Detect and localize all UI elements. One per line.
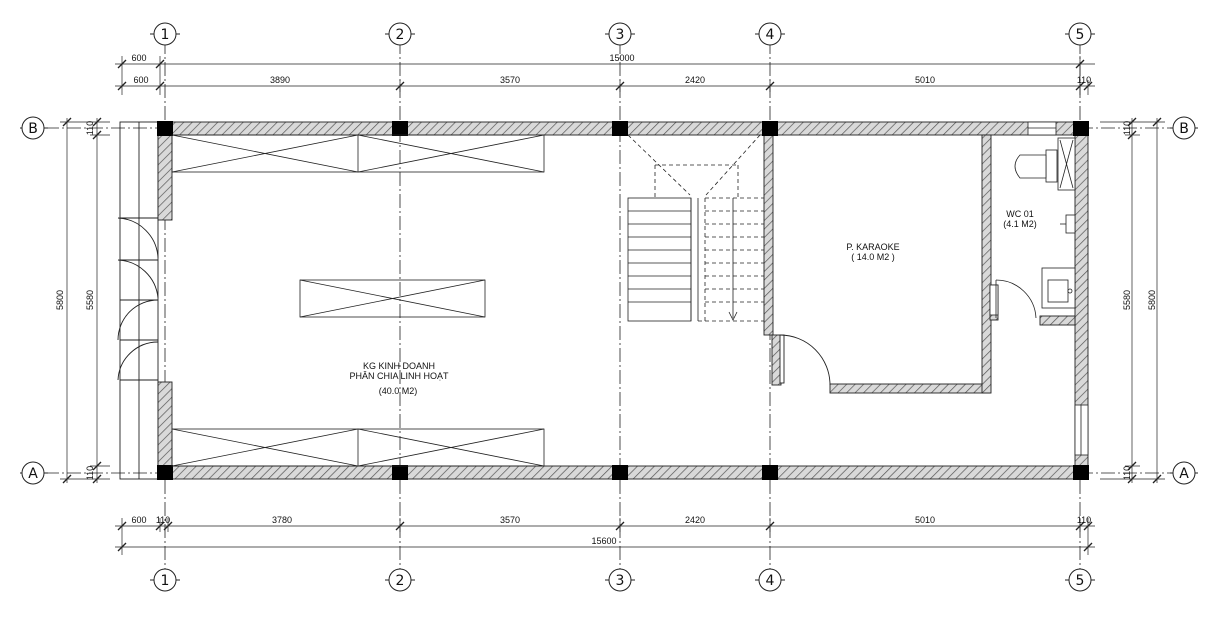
dim-bottom-seg-7: 110 bbox=[1077, 515, 1091, 525]
wall-karaoke-bottom bbox=[829, 383, 991, 394]
wall-wc-bottom bbox=[1039, 315, 1076, 326]
axis-bubble-a-right: A bbox=[1170, 461, 1198, 485]
dimensions-left bbox=[60, 117, 110, 484]
svg-text:5: 5 bbox=[1076, 27, 1085, 43]
axis-bubble-a-left: A bbox=[20, 461, 48, 485]
dim-bottom-seg-1: 600 bbox=[131, 515, 146, 525]
svg-text:2: 2 bbox=[396, 27, 405, 43]
wc-fixtures bbox=[989, 137, 1076, 319]
svg-text:B: B bbox=[28, 121, 38, 137]
wall-karaoke-right bbox=[981, 134, 992, 394]
axis-bubble-b-left: B bbox=[20, 116, 48, 140]
dim-left-inner: 5580 bbox=[85, 290, 95, 310]
dim-left-wall-bottom: 110 bbox=[85, 466, 95, 480]
axis-bubble-4-bottom: 4 bbox=[755, 568, 785, 592]
dim-top-seg-1: 600 bbox=[133, 75, 148, 85]
wall-left-lower bbox=[157, 381, 173, 467]
room-main-subname: PHÂN CHIA LINH HOẠT bbox=[349, 371, 449, 381]
front-door-swings bbox=[117, 217, 159, 381]
walls bbox=[157, 121, 1089, 480]
dim-right-inner: 5580 bbox=[1122, 290, 1132, 310]
window-top-wc bbox=[1027, 121, 1057, 136]
axis-bubble-5-top: 5 bbox=[1065, 22, 1095, 46]
dim-top-seg-2: 3890 bbox=[270, 75, 290, 85]
dim-bottom-seg-5: 2420 bbox=[685, 515, 705, 525]
dim-left-outer: 5800 bbox=[55, 290, 65, 310]
shower-icon bbox=[1060, 214, 1076, 234]
shelf-center bbox=[299, 279, 486, 318]
dim-top-seg-6: 110 bbox=[1077, 75, 1091, 85]
svg-text:1: 1 bbox=[161, 27, 170, 43]
dim-bottom-seg-4: 3570 bbox=[500, 515, 520, 525]
room-wc-name: WC 01 bbox=[1006, 209, 1034, 219]
svg-text:A: A bbox=[1179, 466, 1189, 482]
dim-bottom-seg-3: 3780 bbox=[272, 515, 292, 525]
dim-bottom-total: 15600 bbox=[591, 536, 616, 546]
axis-bubble-4-top: 4 bbox=[755, 22, 785, 46]
dim-right-wall-top: 110 bbox=[1122, 121, 1132, 135]
sink-icon bbox=[1041, 267, 1076, 309]
wc-door bbox=[989, 279, 1037, 319]
axis-bubbles-bottom: 1 2 3 4 5 bbox=[150, 568, 1095, 592]
dim-right-wall-bottom: 110 bbox=[1122, 466, 1132, 480]
svg-text:A: A bbox=[28, 466, 38, 482]
room-karaoke-name: P. KARAOKE bbox=[846, 242, 899, 252]
axis-bubble-b-right: B bbox=[1170, 116, 1198, 140]
room-karaoke-area: ( 14.0 M2 ) bbox=[851, 252, 895, 262]
dimensions-right bbox=[1100, 117, 1165, 484]
dim-right-outer: 5800 bbox=[1147, 290, 1157, 310]
shelf-bottom bbox=[171, 428, 545, 467]
room-main-area: (40.0 M2) bbox=[379, 386, 418, 396]
wall-karaoke-left-upper bbox=[763, 134, 774, 336]
dim-top-seg-4: 2420 bbox=[685, 75, 705, 85]
dimensions-top bbox=[115, 56, 1095, 95]
dim-top-seg-3: 3570 bbox=[500, 75, 520, 85]
dim-bottom-seg-6: 5010 bbox=[915, 515, 935, 525]
axis-bubble-3-bottom: 3 bbox=[605, 568, 635, 592]
room-wc-area: (4.1 M2) bbox=[1003, 219, 1037, 229]
axis-bubble-5-bottom: 5 bbox=[1065, 568, 1095, 592]
svg-text:3: 3 bbox=[616, 573, 625, 589]
svg-text:B: B bbox=[1179, 121, 1189, 137]
dimension-labels-bottom: 600 110 3780 3570 2420 5010 110 15600 bbox=[131, 515, 1091, 546]
dim-top-seg-5: 5010 bbox=[915, 75, 935, 85]
grid-axes bbox=[45, 40, 1170, 575]
staircase bbox=[627, 134, 764, 322]
dimension-labels-right: 5580 5800 110 110 bbox=[1122, 121, 1157, 480]
svg-text:5: 5 bbox=[1076, 573, 1085, 589]
svg-text:2: 2 bbox=[396, 573, 405, 589]
shelf-top bbox=[171, 134, 545, 173]
dim-top-total: 15000 bbox=[609, 53, 634, 63]
dimension-labels-top: 600 15000 600 3890 3570 2420 5010 110 bbox=[131, 53, 1091, 85]
svg-text:1: 1 bbox=[161, 573, 170, 589]
toilet-icon bbox=[1014, 137, 1076, 191]
dim-left-wall-top: 110 bbox=[85, 121, 95, 135]
dim-top-offset: 600 bbox=[131, 53, 146, 63]
columns bbox=[157, 121, 1089, 480]
axis-bubble-2-bottom: 2 bbox=[385, 568, 415, 592]
front-facade bbox=[117, 121, 159, 480]
axis-bubble-3-top: 3 bbox=[605, 22, 635, 46]
display-shelves bbox=[171, 134, 545, 467]
svg-text:4: 4 bbox=[766, 573, 775, 589]
karaoke-door bbox=[779, 334, 831, 386]
svg-text:3: 3 bbox=[616, 27, 625, 43]
room-labels: KG KINH DOANH PHÂN CHIA LINH HOẠT (40.0 … bbox=[349, 209, 1036, 396]
window-right bbox=[1074, 404, 1089, 456]
axis-bubbles-top: 1 2 3 4 5 bbox=[150, 22, 1095, 46]
axis-bubble-2-top: 2 bbox=[385, 22, 415, 46]
dim-bottom-seg-2: 110 bbox=[156, 515, 170, 525]
room-main-name: KG KINH DOANH bbox=[363, 361, 435, 371]
axis-bubble-1-top: 1 bbox=[150, 22, 180, 46]
wall-left-upper bbox=[157, 134, 173, 221]
axis-bubble-1-bottom: 1 bbox=[150, 568, 180, 592]
dimensions-bottom bbox=[115, 518, 1095, 555]
svg-text:4: 4 bbox=[766, 27, 775, 43]
dimension-labels-left: 5800 5580 110 110 bbox=[55, 121, 95, 480]
axis-bubbles-side: B A B A bbox=[20, 116, 1198, 485]
